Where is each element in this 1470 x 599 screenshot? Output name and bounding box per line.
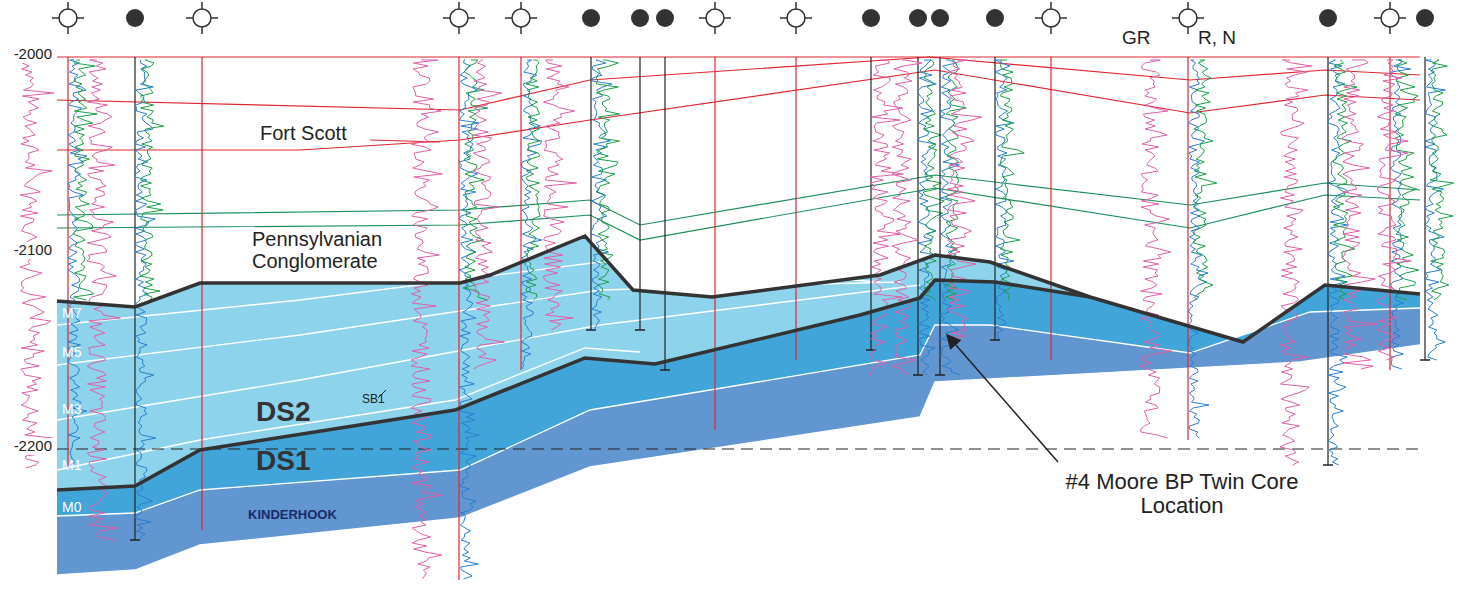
well-td-tick (635, 329, 645, 331)
oil-well-symbol (631, 9, 649, 27)
well-bore (1327, 57, 1328, 465)
oil-well-symbol (986, 9, 1004, 27)
well-log-curve (870, 60, 903, 375)
section-label: -2100 (12, 242, 54, 259)
section-label: M1 (62, 458, 81, 473)
section-label: M5 (62, 345, 81, 360)
dry-hole-symbol (706, 9, 724, 27)
well-log-curve (526, 60, 540, 300)
section-label: R, N (1196, 28, 1238, 49)
well-log-curve (1377, 60, 1411, 360)
well-log-curve (1333, 60, 1357, 300)
well-log-curve (73, 60, 97, 300)
section-label: M0 (62, 500, 81, 515)
well-log-curve (1140, 60, 1172, 438)
well-bore (664, 57, 665, 370)
well-log-curve (1342, 60, 1377, 369)
dry-hole-symbol (443, 2, 475, 34)
well-log-curve (544, 60, 577, 330)
ds2-band (57, 236, 1090, 490)
well-td-tick (913, 374, 923, 376)
dry-hole-symbol (699, 2, 731, 34)
section-label: -2000 (12, 46, 54, 63)
section-label: #4 Moore BP Twin Core Location (1060, 470, 1304, 518)
well-log-curve (411, 60, 442, 579)
well-log-curve (591, 60, 612, 330)
well-bore (458, 57, 459, 580)
well-log-curve (521, 60, 542, 369)
well-bore (714, 57, 715, 430)
dry-hole-symbol (52, 2, 84, 34)
well-log-curve (1395, 60, 1419, 300)
dry-hole-symbol (1035, 2, 1067, 34)
oil-well-symbol (656, 9, 674, 27)
dry-hole-symbol (1374, 2, 1406, 34)
dry-hole-symbol (450, 9, 468, 27)
well-td-tick (935, 374, 945, 376)
well-bore (994, 57, 995, 340)
well-td-tick (1323, 464, 1333, 466)
well-log-curve (20, 60, 54, 468)
oil-well-symbol (126, 9, 144, 27)
well-log-curve (947, 60, 982, 339)
correlation-lines (57, 57, 1420, 150)
well-bore (1050, 57, 1051, 360)
section-label: M3 (62, 402, 81, 417)
well-log-curve (87, 60, 120, 540)
section-label: Fort Scott (258, 122, 349, 144)
dry-hole-symbol (787, 9, 805, 27)
section-label: DS1 (256, 446, 310, 477)
section-label: GR (1120, 28, 1153, 49)
oil-well-symbol (1319, 9, 1337, 27)
section-label: SB1 (362, 393, 385, 406)
well-log-curve (140, 60, 163, 300)
leader-arrow (948, 336, 1058, 462)
dry-hole-symbol (1042, 9, 1060, 27)
dry-hole-symbol (780, 2, 812, 34)
well-bore (201, 57, 202, 530)
dry-hole-symbol (1179, 9, 1197, 27)
well-bore (590, 57, 591, 330)
well-bore (134, 57, 135, 540)
well-td-tick (1420, 359, 1430, 361)
dry-hole-symbol (512, 9, 530, 27)
well-td-tick (990, 339, 1000, 341)
well-td-tick (130, 539, 140, 541)
well-log-curve (995, 60, 1014, 339)
well-log-curve (464, 60, 488, 300)
section-label: Pennsylvanian Conglomerate (250, 228, 394, 272)
well-log-curve (892, 60, 922, 375)
well-bore (520, 57, 521, 370)
oil-well-symbol (582, 9, 600, 27)
well-log-curve (1193, 60, 1217, 300)
well-log-curve (923, 60, 944, 300)
well-td-tick (660, 369, 670, 371)
well-bore (870, 57, 871, 350)
well-log-curve (946, 60, 967, 300)
section-label: M7 (62, 306, 81, 321)
well-log-curve (1430, 60, 1453, 300)
well-bore (795, 57, 796, 360)
unconformity-surfaces (57, 236, 1420, 490)
well-log-curve (1280, 60, 1312, 465)
dry-hole-symbol (1381, 9, 1399, 27)
well-bore (1187, 57, 1188, 440)
dry-hole-symbol (193, 9, 211, 27)
dry-hole-symbol (59, 9, 77, 27)
well-log-curve (1328, 60, 1349, 465)
parasequence-lines (57, 262, 1420, 575)
well-log-curve (1000, 60, 1024, 300)
well-log-curve (459, 60, 479, 579)
section-label: -2200 (12, 438, 54, 455)
well-log-curve (473, 60, 504, 369)
oil-well-symbol (862, 9, 880, 27)
section-label: KINDERHOOK (248, 508, 337, 522)
oil-well-symbol (1416, 9, 1434, 27)
dry-hole-symbol (186, 2, 218, 34)
oil-well-symbol (909, 9, 927, 27)
oil-well-symbol (931, 9, 949, 27)
dry-hole-symbol (505, 2, 537, 34)
section-label: DS2 (256, 397, 310, 428)
